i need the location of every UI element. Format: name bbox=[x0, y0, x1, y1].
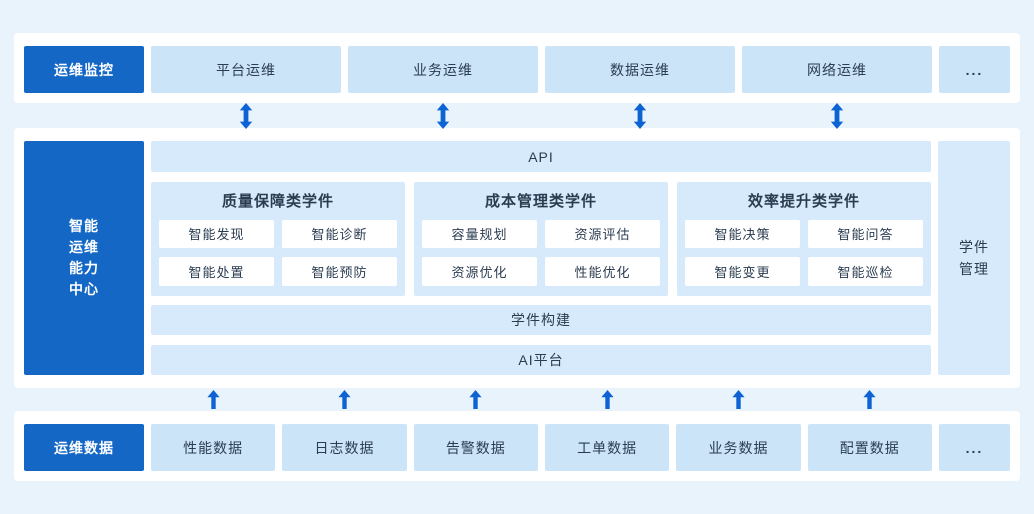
top-arrows-row bbox=[14, 102, 1020, 129]
top-item-business-ops: 业务运维 bbox=[348, 46, 538, 93]
group-cost-management: 成本管理类学件 容量规划 资源评估 资源优化 性能优化 bbox=[414, 181, 668, 296]
aiops-center-label-line: 运维 bbox=[69, 239, 99, 255]
group-efficiency-improvement: 效率提升类学件 智能决策 智能问答 智能变更 智能巡检 bbox=[677, 181, 931, 296]
double-arrow-icon bbox=[436, 102, 450, 129]
bottom-item-more: ... bbox=[938, 424, 1010, 471]
monitoring-label: 运维监控 bbox=[24, 46, 144, 93]
ai-platform-bar: AI平台 bbox=[151, 344, 931, 375]
capability-smart-prevention: 智能预防 bbox=[282, 257, 397, 286]
ops-data-label: 运维数据 bbox=[24, 424, 144, 471]
bottom-arrows-row bbox=[14, 388, 1020, 411]
aiops-center-label-line: 中心 bbox=[69, 281, 99, 297]
double-arrow-icon bbox=[633, 102, 647, 129]
up-arrow-icon bbox=[338, 390, 351, 409]
aiops-center-content: API 质量保障类学件 智能发现 智能诊断 智能处置 智能预防 成本管理类学件 … bbox=[151, 141, 931, 375]
api-bar: API bbox=[151, 141, 931, 172]
capability-smart-diagnosis: 智能诊断 bbox=[282, 219, 397, 249]
double-arrow-icon bbox=[830, 102, 844, 129]
aiops-center-label: 智能 运维 能力 中心 bbox=[24, 141, 144, 375]
up-arrow-icon bbox=[863, 390, 876, 409]
top-item-network-ops: 网络运维 bbox=[742, 46, 932, 93]
capability-capacity-planning: 容量规划 bbox=[422, 219, 537, 249]
group-title: 质量保障类学件 bbox=[221, 193, 334, 211]
top-item-platform-ops: 平台运维 bbox=[151, 46, 341, 93]
bottom-item-alert-data: 告警数据 bbox=[413, 424, 538, 471]
bottom-item-ticket-data: 工单数据 bbox=[544, 424, 670, 471]
capability-resource-optimization: 资源优化 bbox=[422, 257, 537, 286]
ops-data-panel: 运维数据 性能数据 日志数据 告警数据 工单数据 业务数据 配置数据 ... bbox=[14, 411, 1020, 481]
learnware-management-label: 学件 管理 bbox=[938, 141, 1010, 375]
capability-smart-qa: 智能问答 bbox=[808, 219, 923, 249]
bottom-item-performance-data: 性能数据 bbox=[151, 424, 276, 471]
up-arrow-icon bbox=[732, 390, 745, 409]
learnware-build-bar: 学件构建 bbox=[151, 305, 931, 336]
top-item-more: ... bbox=[939, 46, 1010, 93]
capability-smart-decision: 智能决策 bbox=[685, 219, 800, 249]
capability-performance-optimization: 性能优化 bbox=[545, 257, 660, 286]
aiops-center-label-line: 智能 bbox=[69, 218, 99, 234]
up-arrow-icon bbox=[469, 390, 482, 409]
bottom-item-config-data: 配置数据 bbox=[807, 424, 932, 471]
double-arrow-icon bbox=[239, 102, 253, 129]
top-item-data-ops: 数据运维 bbox=[545, 46, 735, 93]
capability-smart-discovery: 智能发现 bbox=[159, 219, 274, 249]
aiops-center-panel: 智能 运维 能力 中心 API 质量保障类学件 智能发现 智能诊断 智能处置 智… bbox=[14, 128, 1020, 388]
capability-smart-change: 智能变更 bbox=[685, 257, 800, 286]
capability-resource-evaluation: 资源评估 bbox=[545, 219, 660, 249]
bottom-item-business-data: 业务数据 bbox=[676, 424, 801, 471]
learnware-management-line: 管理 bbox=[959, 261, 989, 277]
aiops-center-label-line: 能力 bbox=[69, 260, 99, 276]
group-title: 效率提升类学件 bbox=[747, 193, 860, 211]
up-arrow-icon bbox=[601, 390, 614, 409]
monitoring-panel: 运维监控 平台运维 业务运维 数据运维 网络运维 ... bbox=[14, 33, 1020, 103]
learnware-groups: 质量保障类学件 智能发现 智能诊断 智能处置 智能预防 成本管理类学件 容量规划… bbox=[151, 181, 931, 296]
capability-smart-handling: 智能处置 bbox=[159, 257, 274, 286]
capability-smart-inspection: 智能巡检 bbox=[808, 257, 923, 286]
bottom-item-log-data: 日志数据 bbox=[282, 424, 407, 471]
learnware-management-line: 学件 bbox=[959, 239, 989, 255]
group-title: 成本管理类学件 bbox=[484, 193, 597, 211]
up-arrow-icon bbox=[207, 390, 220, 409]
group-quality-assurance: 质量保障类学件 智能发现 智能诊断 智能处置 智能预防 bbox=[151, 181, 405, 296]
